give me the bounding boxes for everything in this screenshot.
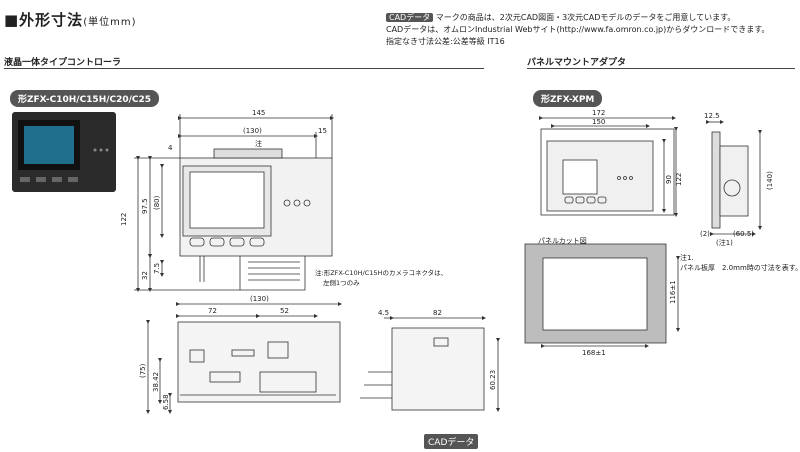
adapter-inner: 150 (592, 118, 605, 126)
adapter-note-1: 注1. (680, 253, 694, 262)
right-model-pill: 形ZFX-XPM (533, 90, 603, 107)
dim-bottom-h1: 38.42 (152, 372, 160, 392)
left-model-pill: 形ZFX-C10H/C15H/C20/C25 (10, 90, 160, 107)
footer-cad-label[interactable]: CADデータ (424, 434, 479, 449)
unit-text: (単位mm) (83, 17, 137, 28)
bottom-dim-labels: (130) 72 52 (75) 38.42 6.58 (139, 295, 289, 410)
dim-bottom: 32 (141, 271, 149, 280)
panel-cutout (524, 243, 680, 348)
adapter-side-depth: (60.5) (733, 230, 754, 238)
cutout-title: パネルカット図 (538, 237, 587, 245)
note-line2: 左側1つのみ (323, 278, 360, 287)
adapter-side-height: (140) (766, 171, 774, 190)
dim-bottom-width: (130) (250, 295, 269, 303)
left-section-title: 液晶一体タイプコントローラ (4, 58, 122, 68)
dim-height-body: 97.5 (141, 198, 149, 214)
dim-right: 15 (318, 127, 327, 135)
dim-depth: 82 (433, 309, 442, 317)
dim-top-small: 4 (168, 144, 173, 152)
adapter-side-bottom: (2) (700, 230, 710, 238)
right-section-title: パネルマウントアダプタ (527, 58, 627, 68)
adapter-note-2: パネル板厚 2.0mm時の寸法を表す。 (680, 263, 800, 272)
adapter-front-labels: 172 150 90 122 (592, 109, 683, 186)
adapter-front-view (539, 116, 678, 217)
adapter-outer: 172 (592, 109, 605, 117)
dim-height-inner: (80) (153, 195, 161, 210)
dim-side-height: 60.23 (489, 370, 497, 390)
dim-bottom-h2: 6.58 (162, 394, 170, 410)
dim-foot: 7.5 (153, 263, 161, 274)
dim-bottom-left: 72 (208, 307, 217, 315)
right-section-rule (527, 68, 795, 69)
notice-line3: 指定なき寸法公差:公差等級 IT16 (386, 37, 505, 46)
adapter-side-note: (注1) (716, 238, 733, 247)
title-text: ■外形寸法 (4, 11, 84, 29)
adapter-h1: 90 (665, 175, 673, 184)
dim-bottom-right: 52 (280, 307, 289, 315)
adapter-h2: 122 (675, 173, 683, 186)
dim-inner-width: (130) (243, 127, 262, 135)
cutout-width: 168±1 (582, 349, 606, 357)
dim-width: 145 (252, 109, 265, 117)
note-line1: 注:形ZFX-C10H/C15Hのカメラコネクタは、 (315, 268, 447, 277)
side-view (360, 316, 500, 412)
side-dim-labels: 82 4.5 60.23 (378, 309, 497, 390)
page-title: ■外形寸法(単位mm) (4, 9, 136, 30)
notice-line2: CADデータは、オムロンIndustrial Webサイト(http://www… (386, 25, 770, 34)
adapter-side-view (706, 120, 762, 236)
front-dim-labels: 145 (130) 15 4 122 97.5 (80) 32 7.5 注 注:… (120, 109, 447, 287)
front-view (134, 114, 334, 292)
dim-bottom-height: (75) (139, 363, 147, 378)
cutout-height: 116±1 (669, 280, 677, 304)
cad-notice: CADデータ マークの商品は、2次元CAD図面・3次元CADモデルのデータをご用… (386, 12, 769, 48)
adapter-side-labels: 12.5 (140) (60.5) (2) (注1) (700, 112, 774, 247)
dim-height-total: 122 (120, 213, 128, 226)
left-section-rule (4, 68, 484, 69)
notice-line1: マークの商品は、2次元CAD図面・3次元CADモデルのデータをご用意しています。 (435, 13, 736, 22)
adapter-side-top: 12.5 (704, 112, 720, 120)
note-mark: 注 (255, 139, 262, 148)
product-photo (12, 112, 116, 192)
cutout-labels: パネルカット図 168±1 116±1 注1. パネル板厚 2.0mm時の寸法を… (538, 237, 800, 357)
cad-tag: CADデータ (386, 13, 434, 22)
bottom-view (146, 302, 342, 414)
dim-offset: 4.5 (378, 309, 389, 317)
